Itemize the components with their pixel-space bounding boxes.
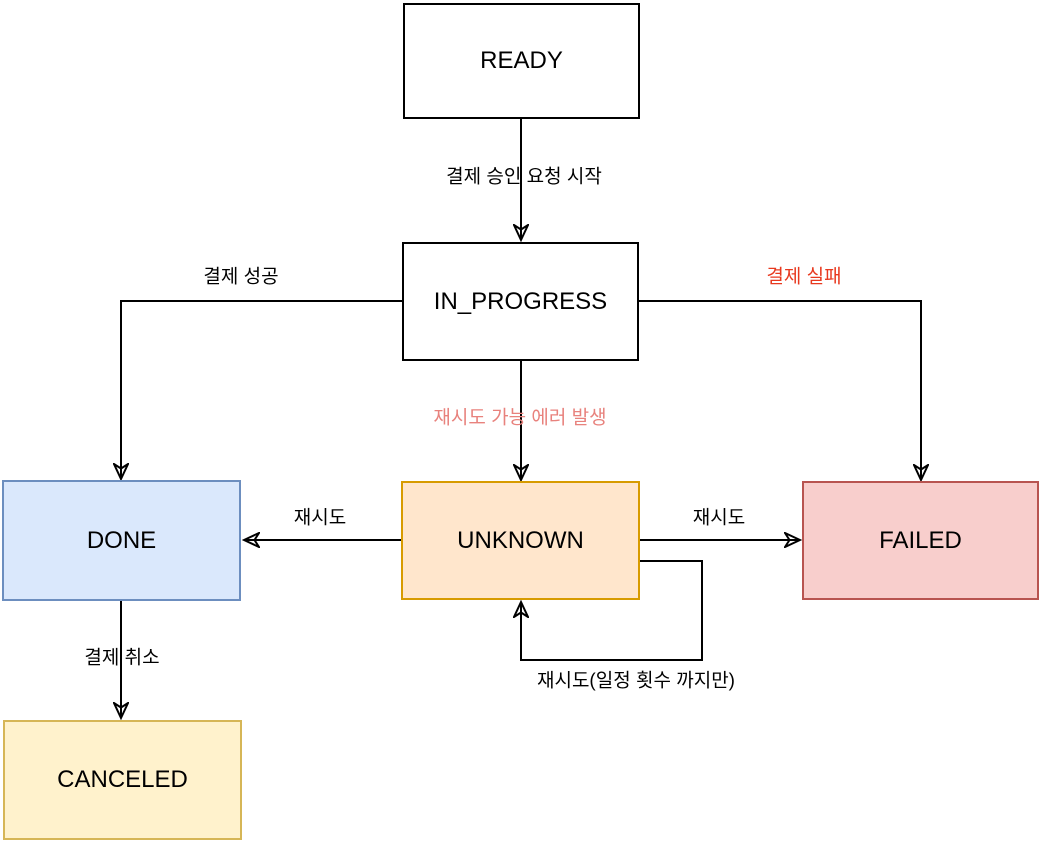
state-node-ready-label: READY: [480, 47, 563, 74]
state-node-failed-label: FAILED: [879, 526, 962, 554]
state-node-done-label: DONE: [86, 526, 157, 554]
state-node-in-progress-label: IN_PROGRESS: [433, 287, 608, 315]
state-node-ready: READY: [403, 3, 640, 119]
edge-label-payment-cancel: 결제 취소: [84, 647, 160, 669]
edge-in-progress-to-done: [121, 300, 402, 478]
edge-label-retryable-error-occurred: 재시도 가능 에러 발생: [433, 407, 607, 429]
edge-label-payment-failure: 결제 실패: [766, 266, 842, 288]
state-node-failed: FAILED: [802, 481, 1039, 600]
edge-label-retry-limited-count: 재시도(일정 횟수 까지만): [536, 670, 736, 692]
state-node-unknown: UNKNOWN: [401, 481, 640, 600]
edge-label-retry-to-done: 재시도: [293, 507, 347, 529]
edge-unknown-self-loop: [521, 560, 703, 661]
state-node-in-progress: IN_PROGRESS: [402, 242, 639, 361]
state-node-canceled-label: CANCELED: [57, 766, 188, 793]
state-node-done: DONE: [2, 480, 241, 601]
edge-label-payment-approval-request-start: 결제 승인 요청 시작: [446, 166, 602, 188]
edge-label-payment-success: 결제 성공: [203, 266, 279, 288]
state-node-canceled: CANCELED: [3, 720, 242, 840]
state-node-unknown-label: UNKNOWN: [457, 526, 584, 554]
edge-in-progress-to-failed: [639, 300, 921, 479]
edge-label-retry-to-failed: 재시도: [692, 507, 746, 529]
